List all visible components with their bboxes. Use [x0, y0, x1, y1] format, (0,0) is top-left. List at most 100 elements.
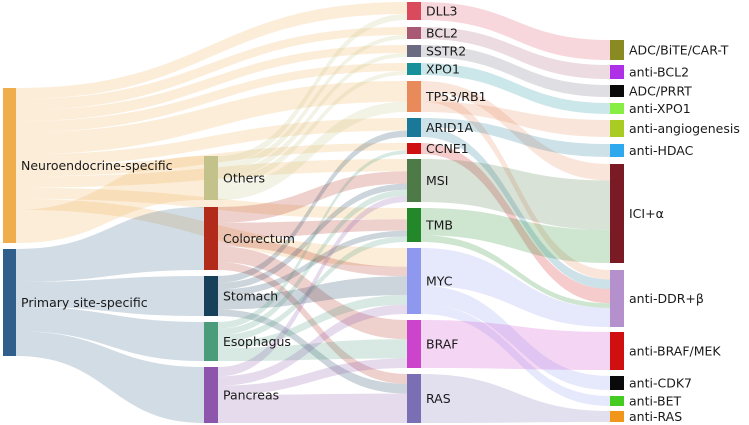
link-neuro-to-sstr2 [16, 45, 407, 122]
node-adc_prrt [610, 85, 624, 97]
node-msi [407, 159, 421, 202]
node-anti_bet [610, 396, 624, 406]
node-label-tp53: TP53/RB1 [425, 89, 487, 104]
node-anti_braf [610, 332, 624, 370]
node-anti_cdk7 [610, 376, 624, 390]
node-label-bcl2: BCL2 [426, 26, 458, 41]
link-tp53-to-anti_ddr [421, 91, 610, 280]
node-others [204, 156, 218, 200]
node-label-others: Others [223, 171, 265, 186]
link-primary-to-stomach [16, 276, 204, 316]
node-label-msi: MSI [426, 173, 448, 188]
node-xpo1 [407, 63, 421, 75]
node-tmb [407, 208, 421, 242]
link-arid1a-to-anti_hdac [421, 118, 610, 157]
node-label-anti_hdac: anti-HDAC [629, 143, 694, 158]
link-msi-to-ici [421, 159, 610, 230]
link-colorectum-to-ras [218, 262, 407, 384]
node-label-sstr2: SSTR2 [426, 44, 466, 59]
node-label-tmb: TMB [425, 218, 453, 233]
link-pancreas-to-braf [218, 358, 407, 395]
node-label-ici: ICI+α [629, 206, 664, 221]
link-neuro-to-tp53 [16, 81, 407, 155]
node-label-anti_ras: anti-RAS [629, 409, 682, 424]
link-colorectum-to-msi [218, 171, 407, 223]
link-others-to-xpo1 [218, 71, 407, 186]
node-anti_angio [610, 120, 624, 137]
node-ras [407, 374, 421, 423]
link-esophagus-to-myc [218, 295, 407, 348]
node-label-colorectum: Colorectum [223, 231, 295, 246]
node-anti_xpo1 [610, 103, 624, 114]
link-tmb-to-anti_ddr [421, 235, 610, 308]
node-braf [407, 320, 421, 368]
node-tp53 [407, 81, 421, 112]
link-myc-to-anti_bet [421, 304, 610, 406]
link-braf-to-anti_braf [421, 320, 610, 370]
link-stomach-to-arid1a [218, 130, 407, 283]
link-primary-to-esophagus [16, 306, 204, 361]
link-myc-to-anti_ddr [421, 248, 610, 327]
node-ici [610, 164, 624, 263]
link-others-to-dll3 [218, 14, 407, 164]
link-primary-to-pancreas [16, 331, 204, 423]
link-pancreas-to-myc [218, 304, 407, 386]
node-sstr2 [407, 45, 421, 57]
link-stomach-to-ras [218, 309, 407, 394]
link-neuro-to-tmb [16, 187, 407, 220]
link-pancreas-to-ras [218, 393, 407, 423]
link-esophagus-to-msi [218, 189, 407, 335]
link-neuro-to-dll3 [16, 2, 407, 100]
node-label-anti_braf: anti-BRAF/MEK [629, 344, 721, 359]
node-label-myc: MYC [426, 274, 453, 289]
node-label-esophagus: Esophagus [223, 334, 291, 349]
node-anti_hdac [610, 144, 624, 157]
link-tmb-to-ici [421, 208, 610, 263]
link-tp53-to-anti_angio [421, 101, 610, 137]
node-primary [3, 249, 16, 356]
link-stomach-to-tmb [218, 230, 407, 296]
node-anti_ras [610, 411, 624, 422]
node-label-anti_bet: anti-BET [629, 394, 681, 409]
link-pancreas-to-msi [218, 195, 407, 377]
link-primary-to-colorectum [16, 207, 204, 282]
node-label-ccne1: CCNE1 [426, 141, 469, 156]
link-neuro-to-others [16, 156, 204, 243]
link-arid1a-to-anti_ddr [421, 127, 610, 289]
link-neuro-to-xpo1 [16, 63, 407, 133]
node-label-arid1a: ARID1A [426, 120, 474, 135]
node-label-ras: RAS [426, 391, 451, 406]
node-myc [407, 248, 421, 314]
node-label-adc_prrt: ADC/PRRT [629, 84, 692, 99]
node-adc_bite [610, 40, 624, 60]
node-label-anti_xpo1: anti-XPO1 [629, 101, 691, 116]
node-colorectum [204, 207, 218, 270]
links-layer [16, 2, 610, 423]
link-dll3-to-adc_bite [421, 2, 610, 60]
node-esophagus [204, 322, 218, 361]
link-sstr2-to-adc_prrt [421, 45, 610, 97]
link-tp53-to-ici [421, 81, 610, 181]
link-ras-to-anti_ras [421, 393, 610, 423]
link-bcl2-to-anti_bcl2 [421, 27, 610, 79]
node-label-xpo1: XPO1 [426, 62, 460, 77]
link-colorectum-to-braf [218, 246, 407, 340]
node-ccne1 [407, 143, 421, 154]
node-label-stomach: Stomach [223, 289, 278, 304]
node-arid1a [407, 118, 421, 137]
node-label-primary: Primary site-specific [21, 295, 148, 310]
node-bcl2 [407, 27, 421, 39]
node-label-neuro: Neuroendocrine-specific [21, 158, 173, 173]
node-pancreas [204, 367, 218, 423]
node-dll3 [407, 2, 421, 20]
node-anti_ddr [610, 270, 624, 327]
link-stomach-to-msi [218, 183, 407, 290]
link-others-to-tp53 [218, 101, 407, 200]
link-ras-to-anti_ras [421, 374, 610, 416]
link-colorectum-to-myc [218, 238, 407, 277]
node-label-pancreas: Pancreas [223, 388, 279, 403]
node-label-anti_angio: anti-angiogenesis [629, 121, 740, 136]
node-label-adc_bite: ADC/BiTE/CAR-T [629, 43, 729, 58]
